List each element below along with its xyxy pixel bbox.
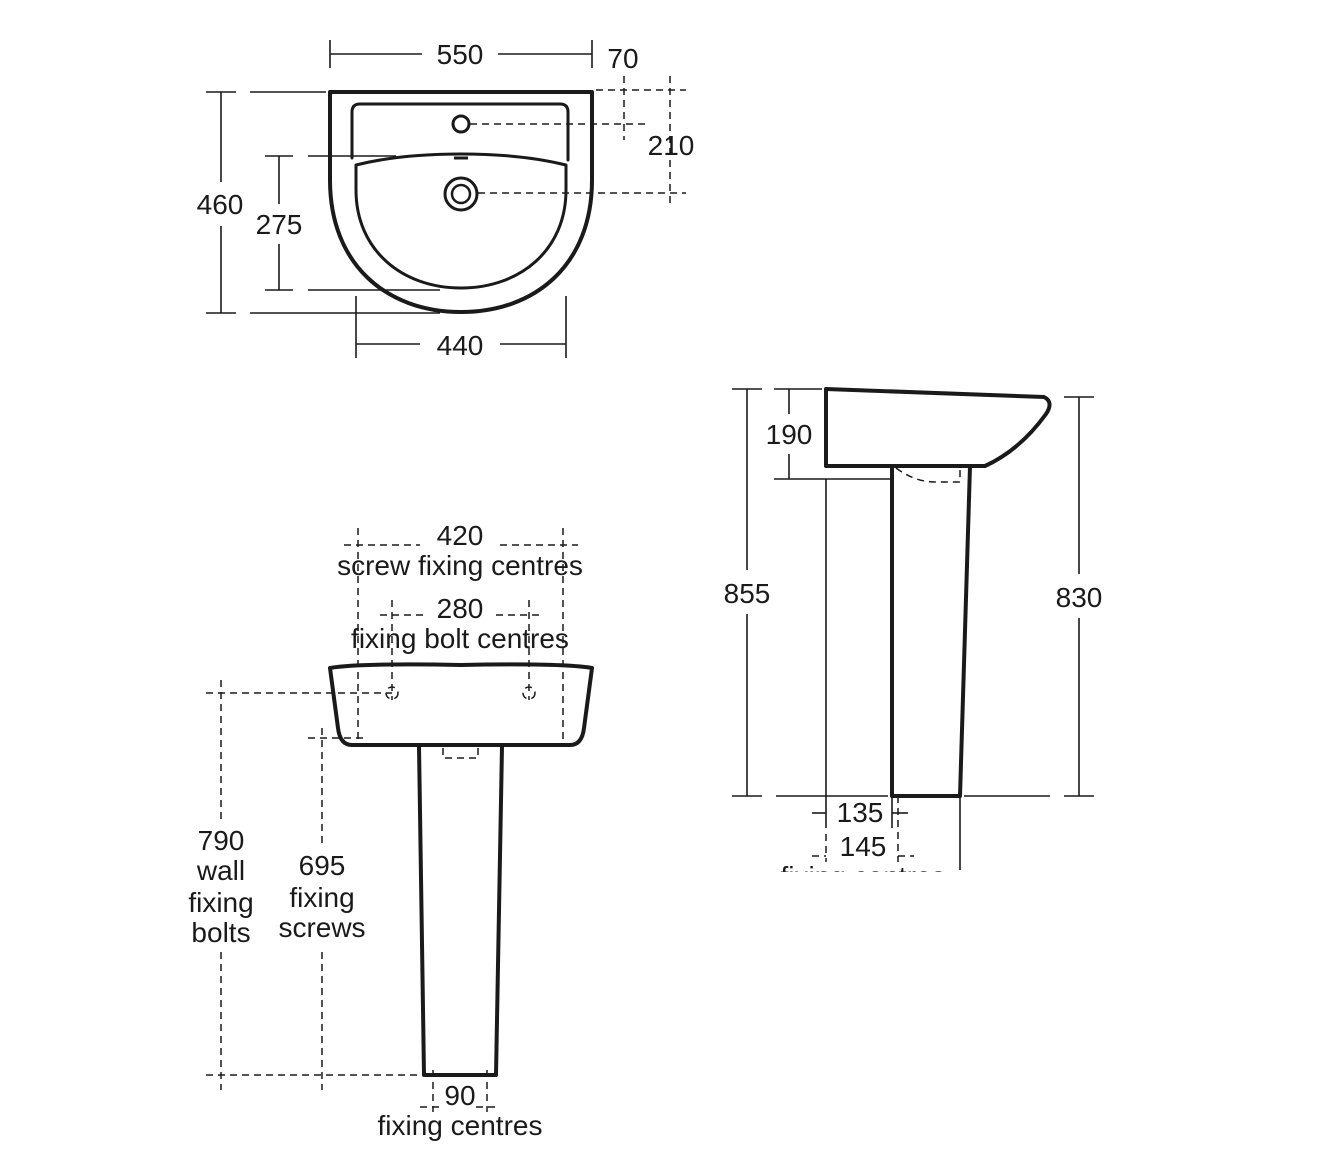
plan-view: 550 70 210 460 275 440: [197, 39, 695, 361]
label-fixing-bolt-centres: fixing bolt centres: [351, 623, 569, 654]
dim-wall-bolts-790: 790: [198, 825, 245, 856]
dim-width-550: 550: [437, 39, 484, 70]
dim-depth-460: 460: [197, 189, 244, 220]
dim-setback-70: 70: [607, 43, 638, 74]
basin-plan-outline: [328, 90, 594, 314]
dim-basin-height-190: 190: [766, 419, 813, 450]
label-bolts: bolts: [191, 917, 250, 948]
dim-145: 145: [840, 831, 887, 862]
dim-height-855: 855: [724, 578, 771, 609]
label-fixing-1: fixing: [188, 887, 253, 918]
waste-outlet-outer: [443, 176, 479, 212]
label-fixing-centres-cut: fixing centres: [781, 861, 946, 892]
dim-bowl-depth-275: 275: [256, 209, 303, 240]
pedestal-front: [417, 744, 504, 1077]
label-screws: screws: [278, 912, 365, 943]
tap-hole: [451, 114, 471, 134]
tap-ledge: [350, 102, 570, 162]
dim-height-830: 830: [1056, 582, 1103, 613]
dim-bolt-centres-280: 280: [437, 593, 484, 624]
label-screw-fixing-centres: screw fixing centres: [337, 550, 583, 581]
dim-bowl-width-440: 440: [437, 330, 484, 361]
label-fixing-centres: fixing centres: [378, 1110, 543, 1141]
label-wall: wall: [196, 855, 245, 886]
label-fixing-2: fixing: [289, 882, 354, 913]
bowl-outline: [354, 152, 568, 290]
side-view: 190 855 830 135 145 fixing centres: [724, 387, 1103, 892]
basin-front-outline: [328, 662, 594, 747]
dim-135: 135: [837, 797, 884, 828]
front-view: 420 screw fixing centres 280 fixing bolt…: [188, 520, 594, 1141]
dim-foot-centres-90: 90: [444, 1080, 475, 1111]
pedestal-side: [890, 464, 972, 798]
basin-side-outline: [824, 387, 1052, 468]
dim-screw-centres-420: 420: [437, 520, 484, 551]
waste-outlet-inner: [450, 183, 472, 205]
dim-tap-waste-210: 210: [648, 130, 695, 161]
dim-screws-695: 695: [299, 850, 346, 881]
